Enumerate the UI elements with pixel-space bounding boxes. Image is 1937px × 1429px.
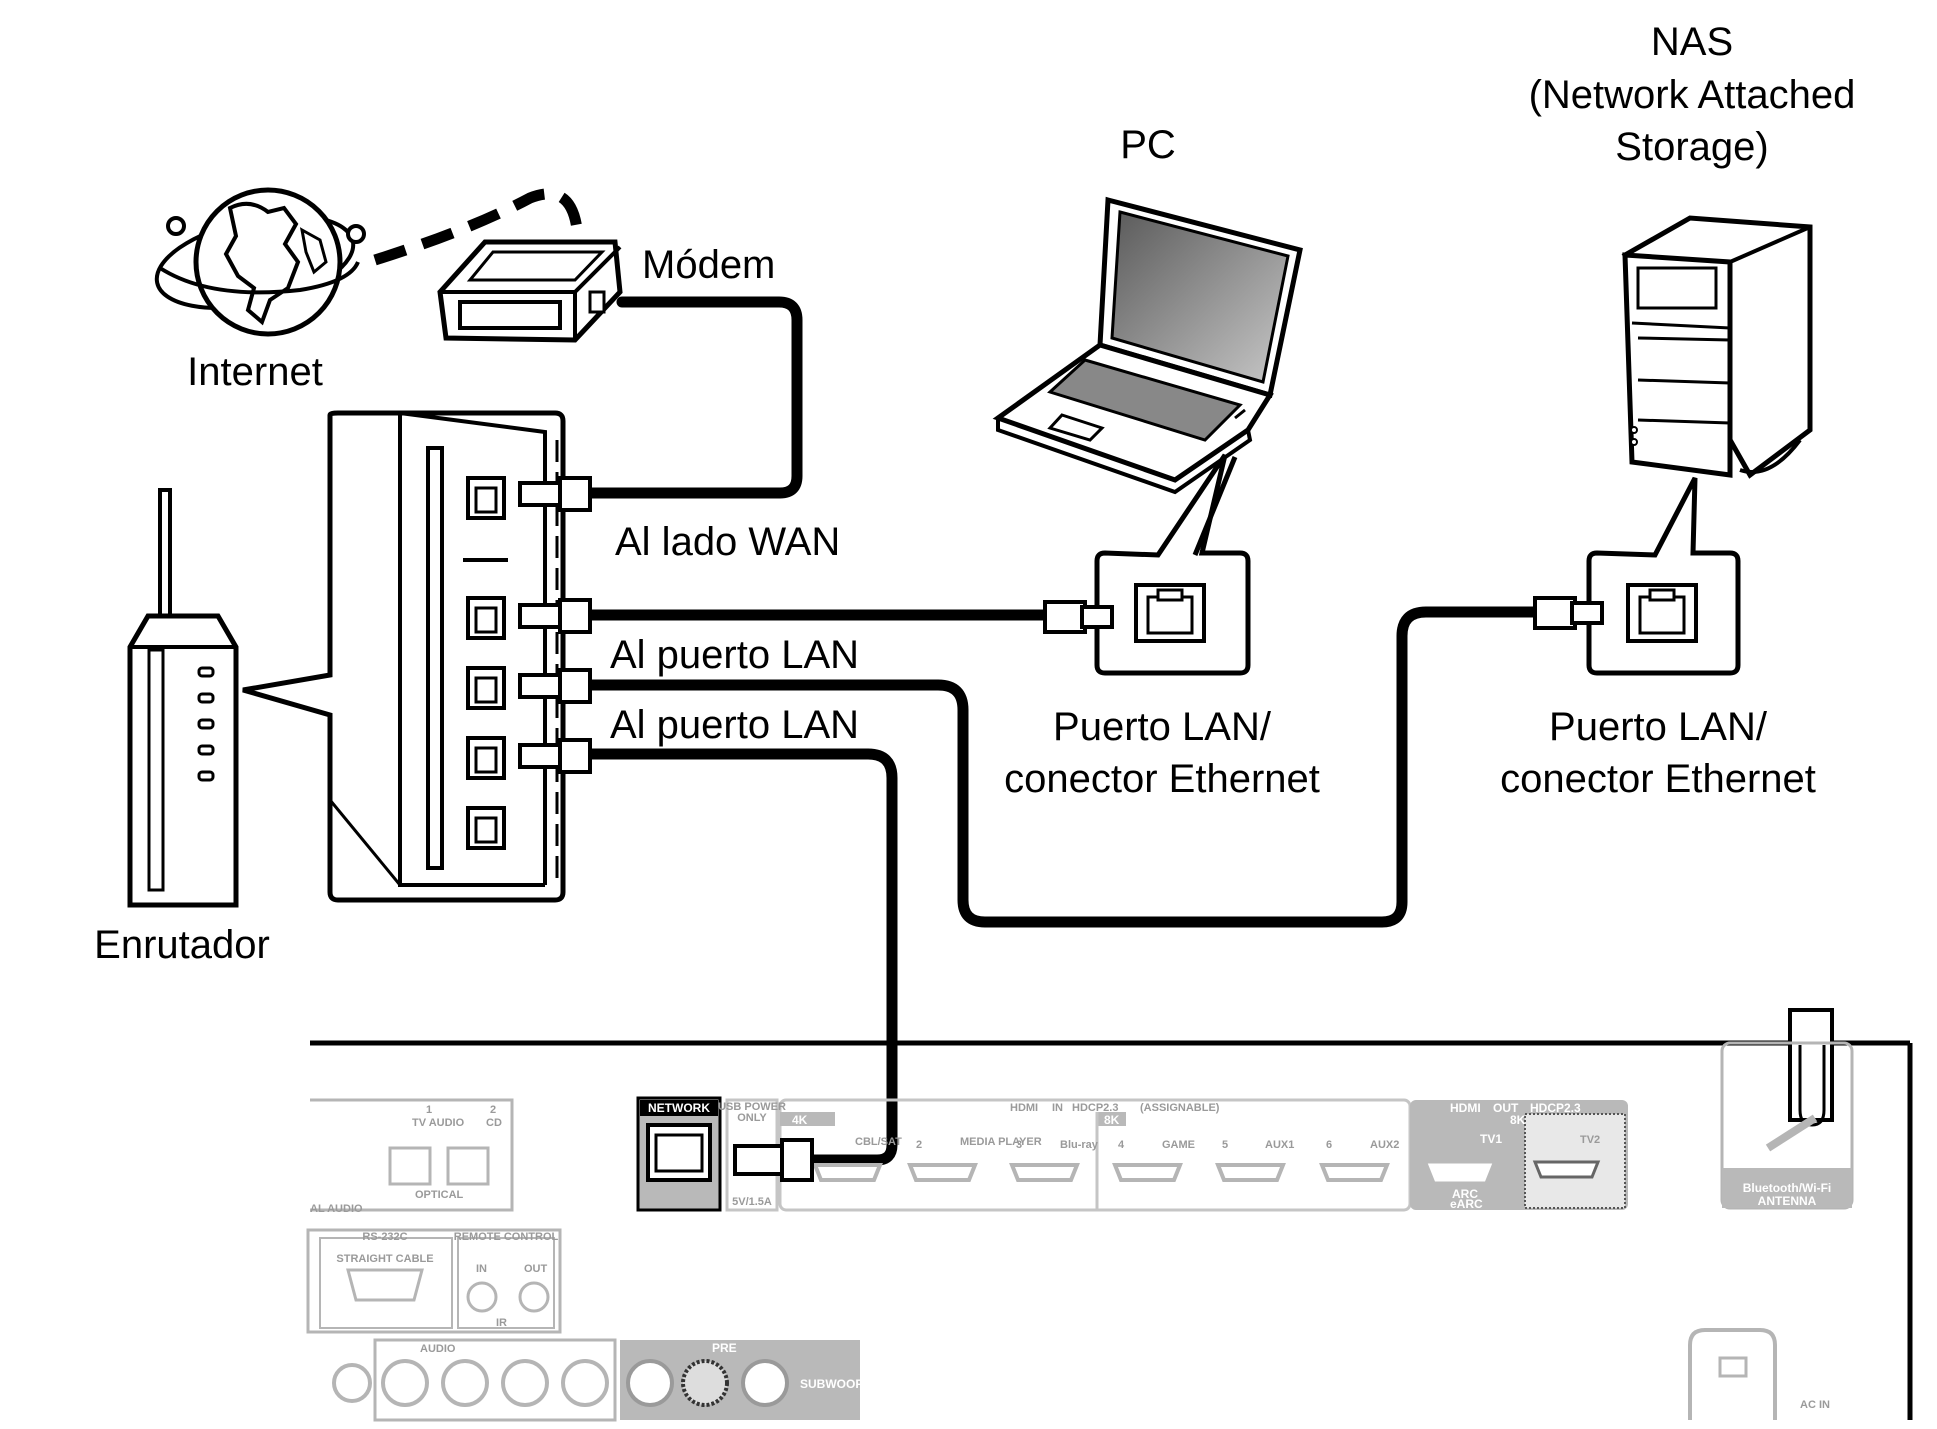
cbl-sat-label: CBL/SAT bbox=[855, 1136, 902, 1148]
bt-antenna-label-2: ANTENNA bbox=[1758, 1194, 1817, 1208]
assignable-label: (ASSIGNABLE) bbox=[1140, 1102, 1220, 1114]
rs232c-label: RS-232C bbox=[362, 1231, 407, 1243]
arc-label: ARC bbox=[1452, 1187, 1478, 1201]
router-lan-port bbox=[466, 736, 506, 780]
hdmi-out-badge: OUT bbox=[1493, 1101, 1519, 1115]
bt-antenna-label: Bluetooth/Wi-Fi bbox=[1743, 1181, 1832, 1195]
remote-out-label: OUT bbox=[524, 1263, 548, 1275]
router-icon bbox=[127, 488, 239, 908]
optical-1-number: 1 bbox=[426, 1104, 432, 1116]
nas-port-label: Puerto LAN/ bbox=[1549, 705, 1768, 749]
8k-badge: 8K bbox=[1104, 1113, 1120, 1127]
ethernet-plug-icon bbox=[518, 476, 592, 512]
cd-label: CD bbox=[486, 1117, 502, 1129]
hdmi-in-label: HDMI bbox=[1010, 1102, 1038, 1114]
hdmi-port-number: 4 bbox=[1118, 1139, 1125, 1151]
subwoofer-label: SUBWOOFER 1 bbox=[800, 1377, 890, 1391]
pc-port-label: Puerto LAN/ bbox=[1053, 705, 1272, 749]
nas-callout bbox=[1586, 476, 1741, 676]
optical-2-number: 2 bbox=[490, 1104, 496, 1116]
ir-label: IR bbox=[496, 1317, 507, 1329]
pre-out-label: PRE bbox=[712, 1341, 737, 1355]
usb-power-label: USB POWER bbox=[718, 1101, 786, 1113]
game-label: GAME bbox=[1162, 1139, 1195, 1151]
router-callout bbox=[242, 410, 566, 903]
wan-side-label: Al lado WAN bbox=[615, 520, 840, 564]
tv2-label: TV2 bbox=[1580, 1134, 1600, 1146]
network-port-label: NETWORK bbox=[648, 1101, 710, 1115]
hdmi-port-number: 5 bbox=[1222, 1139, 1228, 1151]
digital-audio-label: AL AUDIO bbox=[310, 1203, 363, 1215]
modem-label: Módem bbox=[642, 243, 775, 287]
8k-out-badge: 8K bbox=[1510, 1113, 1526, 1127]
router-side-panel bbox=[328, 411, 559, 887]
usb-power-label-2: ONLY bbox=[737, 1112, 767, 1124]
hdmi-port-number: 6 bbox=[1326, 1139, 1332, 1151]
hdmi-out-label: HDMI bbox=[1450, 1101, 1481, 1115]
tv-audio-label: TV AUDIO bbox=[412, 1117, 465, 1129]
remote-control-label: REMOTE CONTROL bbox=[454, 1231, 559, 1243]
hdcp-out-label: HDCP2.3 bbox=[1530, 1101, 1581, 1115]
usb-rating-label: 5V/1.5A bbox=[732, 1196, 772, 1208]
internet-label: Internet bbox=[187, 350, 323, 394]
aux1-label: AUX1 bbox=[1265, 1139, 1294, 1151]
modem-icon bbox=[437, 239, 623, 343]
wireless-link-dashed bbox=[373, 188, 584, 266]
pc-port-label-line2: conector Ethernet bbox=[1004, 757, 1320, 801]
laptop-icon bbox=[992, 196, 1303, 495]
nas-cable bbox=[574, 606, 1541, 928]
ethernet-plug-icon bbox=[518, 668, 592, 704]
4k-badge: 4K bbox=[792, 1113, 808, 1127]
receiver-cable bbox=[574, 748, 898, 1166]
optical-label: OPTICAL bbox=[415, 1189, 464, 1201]
nas-label-line3: Storage) bbox=[1615, 125, 1768, 169]
hdmi-in-badge: IN bbox=[1052, 1102, 1063, 1114]
nas-label: NAS bbox=[1651, 20, 1733, 64]
ethernet-plug-icon bbox=[733, 1138, 814, 1182]
hdmi-port-number: 2 bbox=[916, 1139, 922, 1151]
aux2-label: AUX2 bbox=[1370, 1139, 1399, 1151]
ethernet-plug-icon bbox=[1043, 600, 1114, 634]
hdmi-in-ports bbox=[812, 1163, 1390, 1182]
ethernet-plug-icon bbox=[518, 738, 592, 774]
tv1-label: TV1 bbox=[1480, 1132, 1502, 1146]
ac-in-label: AC IN bbox=[1800, 1399, 1830, 1411]
earc-label: eARC bbox=[1450, 1197, 1483, 1211]
bluray-label: Blu-ray bbox=[1060, 1139, 1099, 1151]
lan-port-label: Al puerto LAN bbox=[610, 633, 859, 677]
nas-ethernet-port bbox=[1626, 583, 1698, 643]
router-wan-port bbox=[466, 476, 506, 520]
router-label: Enrutador bbox=[94, 923, 270, 967]
hdmi-port-number: 3 bbox=[1016, 1139, 1022, 1151]
internet-globe-icon bbox=[154, 187, 366, 337]
lan-port-label-2: Al puerto LAN bbox=[610, 703, 859, 747]
media-player-label: MEDIA PLAYER bbox=[960, 1136, 1042, 1148]
nas-port-label-line2: conector Ethernet bbox=[1500, 757, 1816, 801]
straight-cable-label: STRAIGHT CABLE bbox=[336, 1253, 433, 1265]
hdcp-label: HDCP2.3 bbox=[1072, 1102, 1118, 1114]
receiver-rear-panel bbox=[306, 1008, 1913, 1422]
router-lan-port bbox=[466, 596, 506, 640]
router-ports bbox=[466, 476, 506, 850]
audio-label: AUDIO bbox=[420, 1343, 456, 1355]
nas-icon bbox=[1621, 215, 1813, 479]
nas-label-line2: (Network Attached bbox=[1529, 73, 1856, 117]
ethernet-plug-icon bbox=[518, 598, 592, 634]
pc-label: PC bbox=[1120, 123, 1176, 167]
remote-in-label: IN bbox=[476, 1263, 487, 1275]
router-lan-port bbox=[466, 666, 506, 710]
router-lan-port bbox=[466, 806, 506, 850]
ethernet-plug-icon bbox=[1533, 596, 1604, 630]
wan-cable bbox=[574, 296, 803, 499]
pc-ethernet-port bbox=[1134, 583, 1206, 643]
